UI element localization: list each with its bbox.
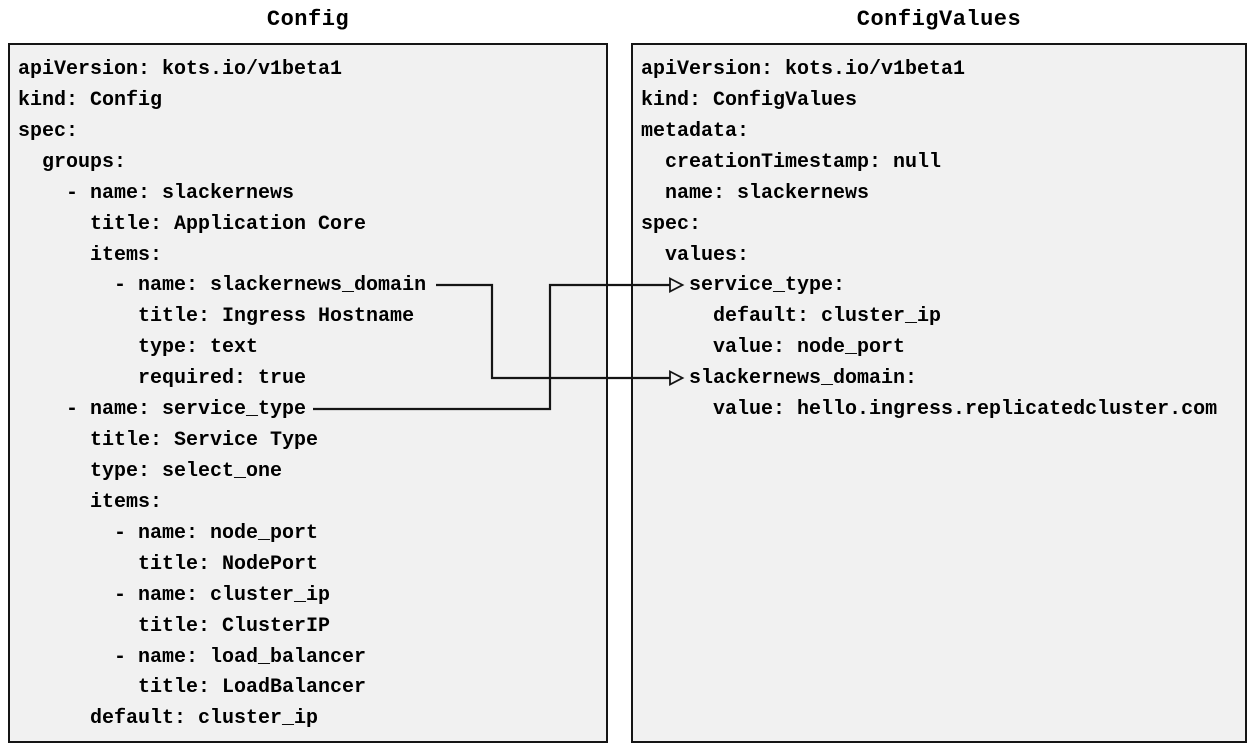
yaml-line: service_type: <box>641 274 846 298</box>
yaml-line: slackernews_domain: <box>641 367 918 391</box>
yaml-line: title: Ingress Hostname <box>18 305 415 329</box>
yaml-line: required: true <box>18 367 307 391</box>
configvalues-yaml-code: apiVersion: kots.io/v1beta1 kind: ConfigV… <box>635 47 1243 426</box>
yaml-line: type: select_one <box>18 459 283 483</box>
yaml-line: - name: cluster_ip <box>18 583 331 607</box>
yaml-line: title: LoadBalancer <box>18 676 367 700</box>
yaml-line: kind: ConfigValues <box>641 88 858 112</box>
config-yaml-code: apiVersion: kots.io/v1beta1 kind: Config s… <box>12 47 604 735</box>
yaml-line: - name: slackernews_domain <box>18 274 427 298</box>
configvalues-panel-title: ConfigValues <box>856 7 1022 32</box>
yaml-line: - name: node_port <box>18 521 319 545</box>
yaml-line: metadata: <box>641 119 750 143</box>
yaml-line: name: slackernews <box>641 181 870 205</box>
yaml-line: default: cluster_ip <box>641 305 942 329</box>
yaml-line: title: Application Core <box>18 212 367 236</box>
yaml-line: groups: <box>18 150 127 174</box>
config-panel-title: Config <box>266 7 350 32</box>
yaml-line: type: text <box>18 336 259 360</box>
yaml-line: items: <box>18 490 163 514</box>
yaml-line: title: ClusterIP <box>18 614 331 638</box>
yaml-line: creationTimestamp: null <box>641 150 942 174</box>
yaml-line: title: Service Type <box>18 429 319 453</box>
yaml-line: items: <box>18 243 163 267</box>
yaml-line: spec: <box>641 212 702 236</box>
yaml-line: - name: slackernews <box>18 181 295 205</box>
yaml-line: value: node_port <box>641 336 906 360</box>
configvalues-panel: apiVersion: kots.io/v1beta1 kind: ConfigV… <box>631 43 1247 743</box>
yaml-line: spec: <box>18 119 79 143</box>
yaml-line: value: hello.ingress.replicatedcluster.c… <box>641 398 1218 422</box>
yaml-line: - name: load_balancer <box>18 645 367 669</box>
yaml-line: default: cluster_ip <box>18 707 319 731</box>
yaml-line: kind: Config <box>18 88 163 112</box>
config-panel: apiVersion: kots.io/v1beta1 kind: Config s… <box>8 43 608 743</box>
yaml-line: apiVersion: kots.io/v1beta1 <box>641 58 966 81</box>
yaml-line: values: <box>641 243 750 267</box>
yaml-line: apiVersion: kots.io/v1beta1 <box>18 58 343 81</box>
yaml-line: title: NodePort <box>18 552 319 576</box>
yaml-line: - name: service_type <box>18 398 307 422</box>
